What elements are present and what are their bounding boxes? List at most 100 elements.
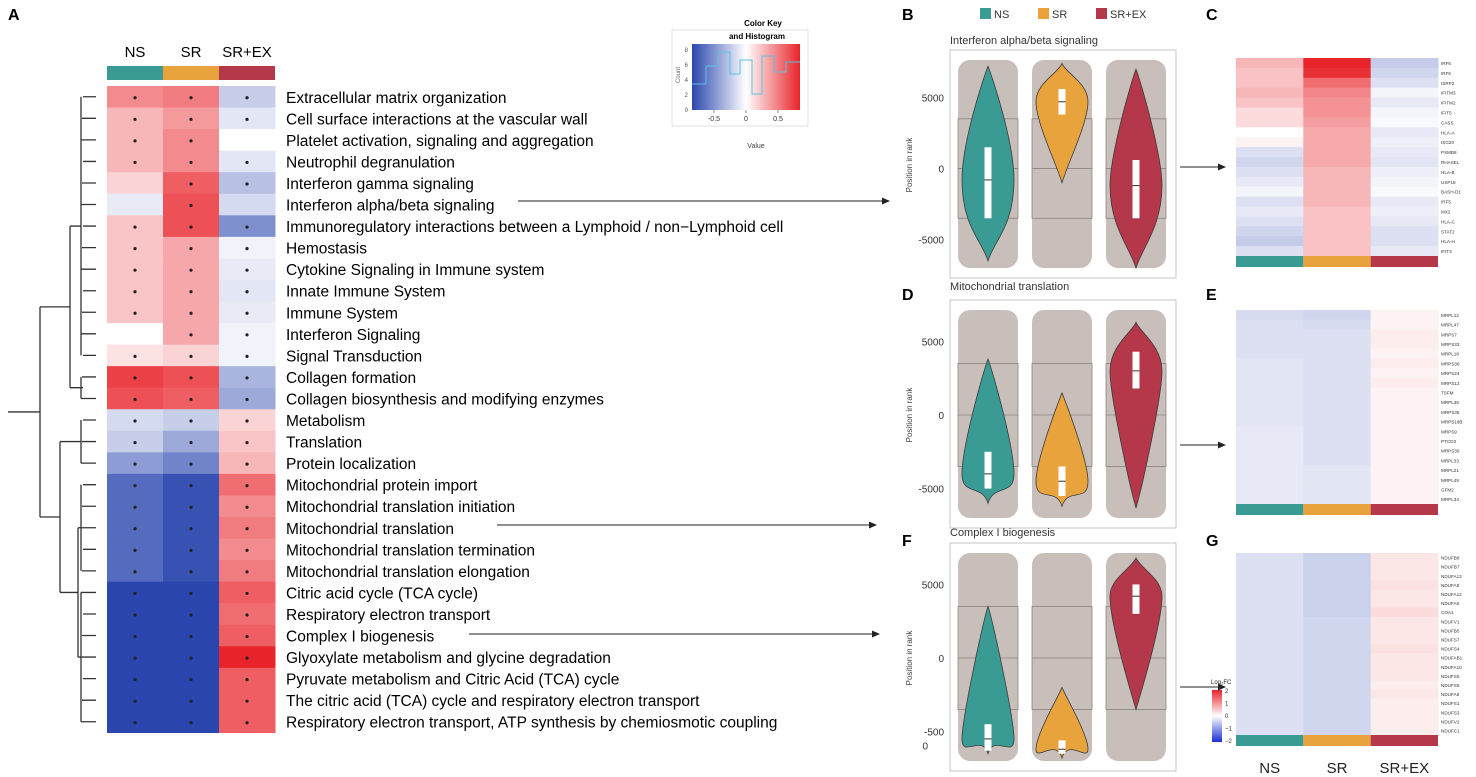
- legend-label: NS: [994, 9, 1009, 21]
- significance-dot: [245, 419, 249, 423]
- gene-heatmap-cell: [1303, 147, 1372, 158]
- gene-label: TSFM: [1441, 390, 1454, 395]
- significance-dot: [189, 354, 193, 358]
- gene-heatmap-cell: [1370, 216, 1439, 227]
- gene-heatmap-cell: [1370, 474, 1439, 486]
- gene-heatmap-cell: [1370, 484, 1439, 495]
- gene-label: NDUFA8: [1441, 692, 1460, 697]
- reference-distribution: [1032, 553, 1092, 761]
- gene-label: MX2: [1441, 209, 1451, 214]
- pathway-label: Respiratory electron transport: [286, 607, 491, 624]
- gene-heatmap-cell: [1303, 127, 1372, 138]
- significance-dot: [245, 117, 249, 121]
- significance-dot: [133, 419, 137, 423]
- pathway-label: Translation: [286, 435, 362, 452]
- significance-dot: [133, 548, 137, 552]
- heatmap-cell: [107, 323, 164, 346]
- gene-heatmap-cell: [1303, 562, 1372, 572]
- logfc-legend-tick: −2: [1225, 739, 1233, 745]
- logfc-legend-tick: 1: [1225, 702, 1229, 708]
- logfc-legend-gradient: [1212, 690, 1222, 742]
- gene-heatmap-cell: [1370, 107, 1439, 118]
- significance-dot: [245, 678, 249, 682]
- significance-dot: [189, 570, 193, 574]
- gene-heatmap-cell: [1303, 426, 1372, 437]
- significance-dot: [189, 505, 193, 509]
- gene-heatmap-cell: [1370, 416, 1439, 427]
- gene-label: MRPS30: [1441, 449, 1460, 454]
- gene-heatmap-cell: [1303, 176, 1372, 188]
- heatmap-cell: [107, 172, 164, 195]
- gene-heatmap-cell: [1236, 339, 1304, 350]
- pathway-label: Immune System: [286, 305, 398, 322]
- gene-heatmap-cell: [1370, 147, 1439, 158]
- significance-dot: [245, 570, 249, 574]
- gene-heatmap-cell: [1236, 662, 1304, 672]
- gene-heatmap-cell: [1236, 553, 1304, 563]
- significance-dot: [133, 160, 137, 165]
- gene-heatmap-cell: [1370, 166, 1439, 178]
- gene-heatmap-cell: [1303, 319, 1372, 330]
- gene-label: IRF5: [1441, 200, 1451, 205]
- gene-label: HLA-H: [1441, 239, 1455, 244]
- pathway-label: Interferon Signaling: [286, 327, 420, 344]
- gene-label: MRPL18: [1441, 352, 1459, 357]
- significance-dot: [245, 182, 249, 186]
- pathway-label: Neutrophil degranulation: [286, 154, 455, 171]
- gene-heatmap-cell: [1370, 634, 1439, 645]
- pathway-label: Mitochondrial translation initiation: [286, 499, 515, 516]
- color-key-tick-label: -0.5: [708, 116, 720, 123]
- gene-heatmap-cell: [1303, 339, 1372, 350]
- gene-heatmap-cell: [1303, 407, 1372, 418]
- violin-panel-title: Mitochondrial translation: [950, 281, 1069, 293]
- gene-heatmap-cell: [1236, 416, 1304, 427]
- gene-heatmap-cell: [1236, 348, 1304, 359]
- gene-heatmap-cell: [1303, 494, 1372, 505]
- gene-heatmap-cell: [1370, 58, 1439, 69]
- column-label: NS: [125, 44, 146, 61]
- significance-dot: [245, 376, 249, 380]
- gene-heatmap-cell: [1236, 246, 1304, 257]
- gene-heatmap-cell: [1236, 436, 1304, 447]
- significance-dot: [133, 117, 137, 121]
- gene-heatmap-cell: [1303, 680, 1372, 690]
- connector-arrow-head: [1218, 163, 1226, 171]
- significance-dot: [189, 160, 193, 165]
- gene-heatmap-cell: [1303, 206, 1372, 217]
- gene-heatmap-cell: [1303, 707, 1372, 718]
- logfc-legend-tick: 0: [1225, 714, 1229, 720]
- gene-heatmap-cell: [1303, 598, 1372, 609]
- pathway-label: Mitochondrial protein import: [286, 478, 478, 495]
- gene-label: MRPS7: [1441, 332, 1457, 337]
- color-key: Color Key and Histogram Value Count -0.5…: [671, 19, 809, 150]
- significance-dot: [245, 290, 249, 294]
- gene-heatmap-cell: [1303, 226, 1372, 237]
- color-key-xlabel: Value: [747, 143, 764, 150]
- gene-heatmap-cell: [1303, 246, 1372, 257]
- panel-letter-c: C: [1206, 7, 1218, 24]
- gene-label: NDUFB8: [1441, 556, 1460, 561]
- significance-dot: [189, 548, 193, 552]
- significance-dot: [189, 397, 193, 402]
- significance-dot: [245, 440, 249, 445]
- gene-heatmap-cell: [1303, 186, 1372, 198]
- gene-heatmap-cell: [1303, 436, 1372, 447]
- significance-dot: [189, 484, 193, 488]
- pathway-label: Immunoregulatory interactions between a …: [286, 219, 783, 236]
- gene-heatmap-cell: [1303, 377, 1372, 389]
- pathway-label: Collagen biosynthesis and modifying enzy…: [286, 391, 604, 408]
- gene-heatmap-cell: [1303, 698, 1372, 709]
- gene-heatmap-cell: [1370, 226, 1439, 237]
- color-key-subtitle: and Histogram: [729, 32, 785, 41]
- violin-ytick-label: -500: [924, 728, 944, 739]
- significance-dot: [189, 699, 193, 703]
- significance-dot: [245, 225, 249, 229]
- connector-arrow-head: [1218, 441, 1226, 449]
- gene-heatmap-cell: [1303, 87, 1372, 99]
- pathway-label: Mitochondrial translation: [286, 521, 454, 538]
- gene-heatmap-cell: [1303, 137, 1372, 148]
- significance-dot: [245, 462, 249, 466]
- gene-heatmap-cell: [1236, 87, 1304, 99]
- heatmap-cell: [107, 193, 164, 216]
- gene-heatmap-cell: [1370, 348, 1439, 359]
